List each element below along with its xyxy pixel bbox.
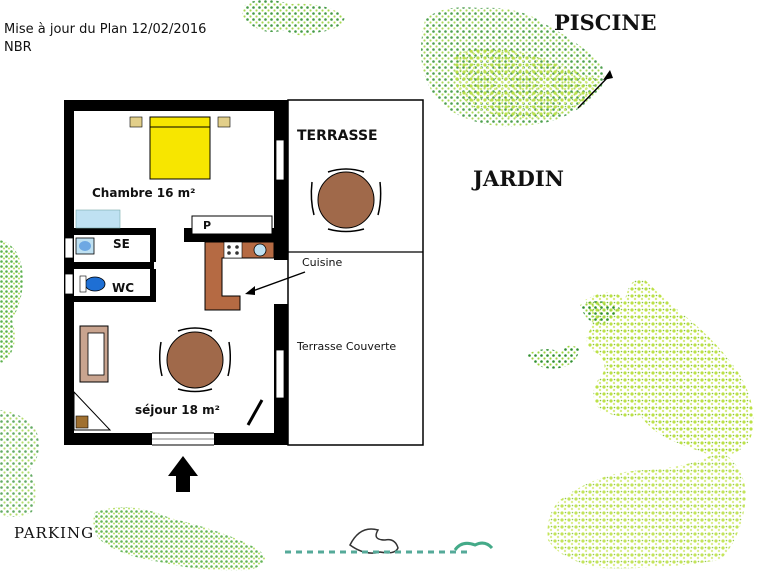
label-jardin: JARDIN bbox=[473, 166, 564, 191]
label-terrasse: TERRASSE bbox=[297, 128, 378, 144]
label-cuisine: Cuisine bbox=[302, 256, 343, 269]
label-placard: P bbox=[203, 219, 212, 232]
scribble-1 bbox=[349, 528, 399, 554]
label-parking: PARKING bbox=[14, 524, 95, 542]
shrub-1 bbox=[580, 301, 620, 325]
bush-left bbox=[0, 240, 23, 363]
garden-foliage bbox=[0, 0, 754, 571]
scribble-2 bbox=[453, 541, 494, 551]
shower bbox=[75, 209, 121, 229]
entrance-arrow bbox=[168, 456, 198, 492]
label-wc: WC bbox=[112, 281, 135, 295]
terrasse-table bbox=[310, 168, 382, 233]
window-chambre bbox=[275, 139, 285, 181]
tree-top-right-light bbox=[454, 48, 600, 119]
terrasse-outline bbox=[287, 99, 424, 446]
label-sejour: séjour 18 m² bbox=[135, 403, 220, 417]
author-initials: NBR bbox=[4, 40, 32, 55]
label-piscine: PISCINE bbox=[554, 10, 657, 35]
label-se: SE bbox=[113, 237, 130, 251]
shrub-2 bbox=[525, 345, 580, 369]
window-sejour bbox=[275, 349, 285, 399]
label-terrasse-couverte: Terrasse Couverte bbox=[297, 340, 397, 353]
building bbox=[64, 99, 424, 446]
cuisine-arrow bbox=[249, 271, 306, 293]
tree-right-low bbox=[547, 450, 746, 569]
tree-top-left bbox=[242, 0, 345, 36]
wc-bowl bbox=[84, 276, 106, 292]
sejour-table bbox=[158, 327, 232, 393]
tree-right bbox=[585, 279, 754, 456]
bush-bottom bbox=[93, 507, 265, 571]
placard bbox=[191, 215, 273, 235]
update-note: Mise à jour du Plan 12/02/2016 bbox=[4, 22, 207, 37]
bed bbox=[149, 116, 211, 180]
piscine-arrow bbox=[577, 70, 613, 109]
label-chambre: Chambre 16 m² bbox=[92, 186, 196, 200]
bush-left-low bbox=[0, 410, 39, 517]
